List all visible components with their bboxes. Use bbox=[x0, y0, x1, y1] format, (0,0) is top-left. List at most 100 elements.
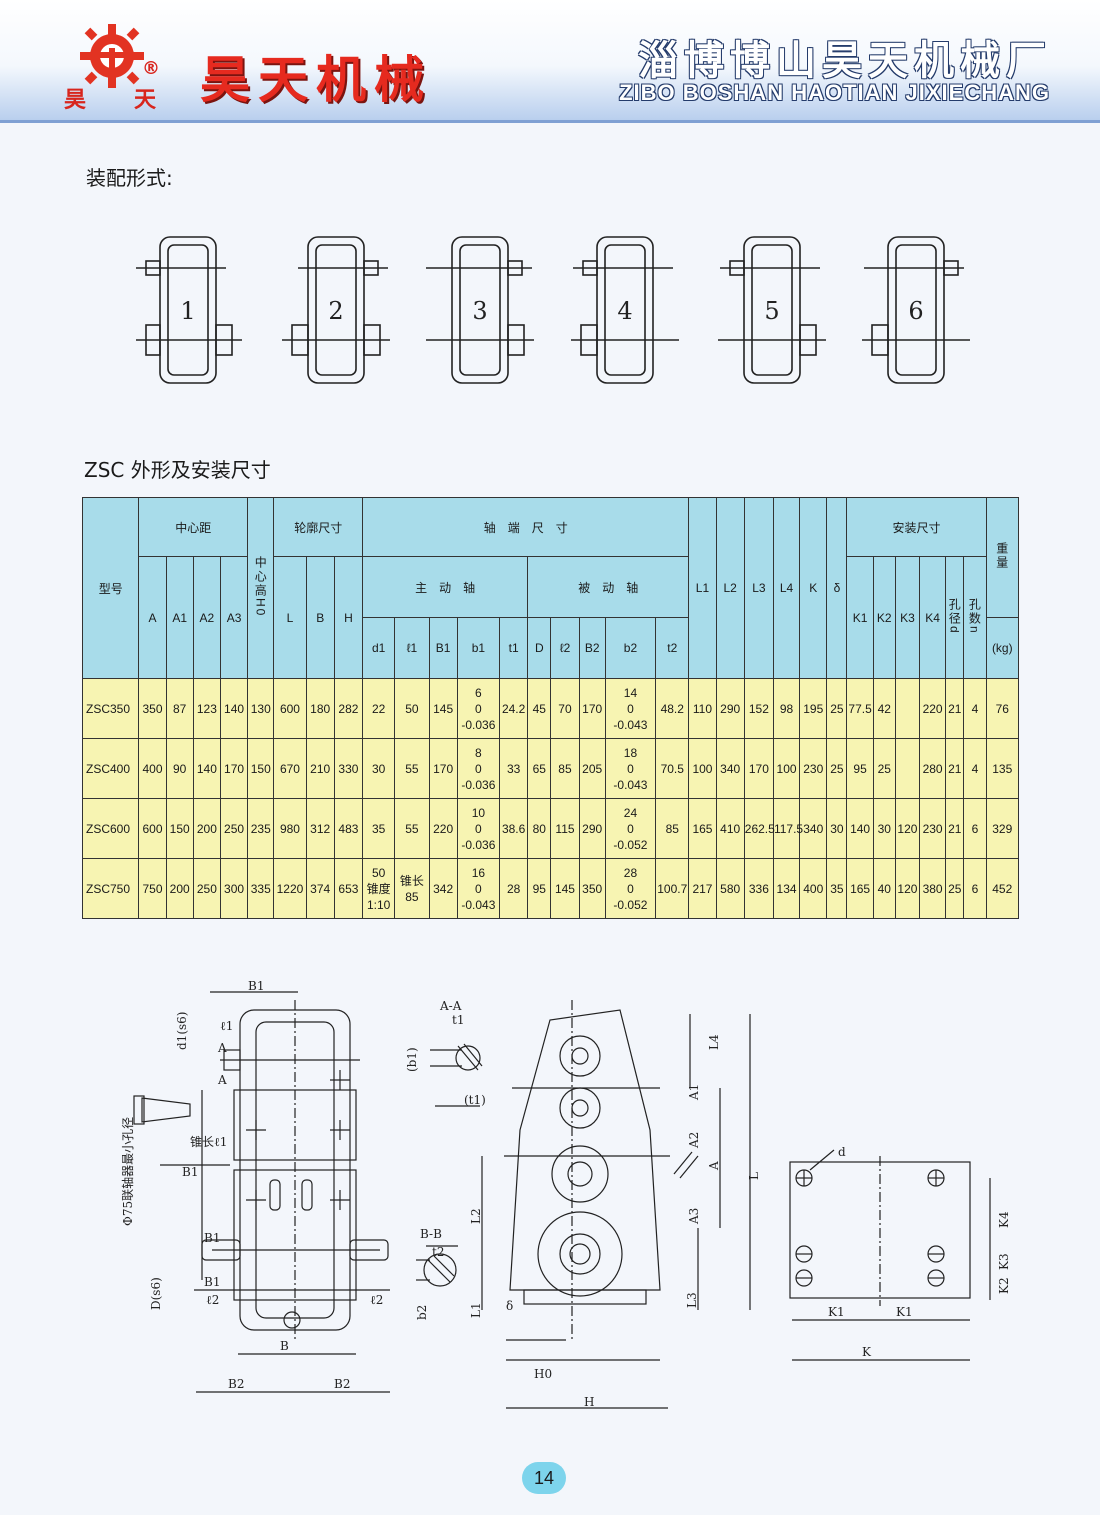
cell-n: 4 bbox=[963, 738, 987, 799]
dim-label-cone-length: 锥长ℓ1 bbox=[190, 1135, 227, 1149]
header-b1: b1 bbox=[456, 617, 501, 679]
header-A: A bbox=[138, 556, 167, 679]
cell-A2: 123 bbox=[192, 678, 221, 739]
cell-L4: 98 bbox=[772, 678, 801, 739]
header-B1: B1 bbox=[428, 617, 458, 679]
cell-L: 670 bbox=[273, 738, 307, 799]
dim-label-d: d bbox=[838, 1145, 846, 1159]
cell-d1: 22 bbox=[362, 678, 396, 739]
cell-l2: 85 bbox=[550, 738, 580, 799]
cell-K2: 40 bbox=[872, 858, 896, 919]
company-logo: 昊 天 ® bbox=[64, 18, 172, 113]
cell-A: 600 bbox=[138, 798, 167, 859]
dim-label-a2: A2 bbox=[687, 1132, 701, 1149]
header-center-height-text: 中心高H0 bbox=[253, 555, 268, 618]
cell-L4: 117.5 bbox=[772, 798, 803, 859]
header-driving-shaft: 主 动 轴 bbox=[362, 556, 529, 618]
assembly-label-6: 6 bbox=[908, 297, 923, 325]
technical-drawings: B1 d1(s6) ℓ1 A A Φ75联轴器最小孔径 锥长ℓ1 B1 B1 B… bbox=[120, 980, 1011, 1409]
dim-label-l4: L4 bbox=[707, 1034, 721, 1050]
cell-b1-line: 0 bbox=[475, 881, 482, 896]
dim-label-b: B bbox=[280, 1339, 289, 1353]
dim-label-l: L bbox=[747, 1172, 761, 1180]
assembly-label-2: 2 bbox=[328, 297, 343, 325]
dim-label-l1-top: ℓ1 bbox=[220, 1019, 233, 1033]
cell-H: 653 bbox=[333, 858, 364, 919]
dim-label-k: K bbox=[862, 1345, 872, 1359]
cell-A2: 250 bbox=[192, 858, 221, 919]
cell-H0: 335 bbox=[247, 858, 275, 919]
cell-n: 4 bbox=[963, 678, 987, 739]
cell-K4: 230 bbox=[918, 798, 947, 859]
cell-L1: 100 bbox=[688, 738, 717, 799]
cell-b2-line: 14 bbox=[623, 685, 638, 700]
cell-d1: 30 bbox=[362, 738, 396, 799]
section-aa-t1: t1 bbox=[452, 1013, 464, 1027]
cell-K: 230 bbox=[799, 738, 828, 799]
cell-model: ZSC600 bbox=[81, 798, 140, 859]
cell-K2: 42 bbox=[872, 678, 896, 739]
section-bb-t2: t2 bbox=[432, 1245, 444, 1259]
cell-b1-line: 8 bbox=[475, 745, 482, 760]
cell-B: 312 bbox=[305, 798, 335, 859]
dim-label-h: H bbox=[584, 1395, 594, 1409]
header-l2: ℓ2 bbox=[550, 617, 580, 679]
section-bb-drawing bbox=[416, 1245, 458, 1287]
dim-label-a: A bbox=[707, 1161, 721, 1171]
section-bb-label: B-B bbox=[420, 1227, 442, 1241]
base-plan-drawing bbox=[789, 1149, 991, 1361]
cell-l1-line: 锥长 bbox=[399, 873, 424, 888]
cell-t1: 33 bbox=[499, 738, 529, 799]
cell-d1-line: 50 bbox=[371, 865, 386, 880]
cell-model: ZSC350 bbox=[81, 678, 140, 739]
header-model: 型号 bbox=[81, 497, 140, 679]
header-weight: 重量 bbox=[985, 497, 1020, 618]
cell-B2: 290 bbox=[578, 798, 606, 859]
dim-label-k1-left: K1 bbox=[828, 1305, 845, 1319]
cell-n: 6 bbox=[963, 798, 987, 859]
assembly-title: 装配形式: bbox=[86, 166, 173, 190]
cell-K2: 25 bbox=[872, 738, 896, 799]
cell-d1-line: 锥度 bbox=[366, 881, 391, 896]
cell-B: 180 bbox=[305, 678, 335, 739]
cell-D: 80 bbox=[527, 798, 552, 859]
assembly-form-6 bbox=[862, 236, 970, 384]
header-hole-d: 孔径d bbox=[945, 556, 965, 679]
cell-l1: 55 bbox=[394, 738, 430, 799]
header-L: L bbox=[273, 556, 307, 679]
cell-L: 600 bbox=[273, 678, 307, 739]
cell-L3: 170 bbox=[743, 738, 774, 799]
cell-K: 195 bbox=[799, 678, 828, 739]
cell-b1-line: -0.036 bbox=[461, 777, 496, 792]
cell-H: 483 bbox=[333, 798, 364, 859]
header-shaft-end: 轴 端 尺 寸 bbox=[362, 497, 690, 557]
cell-d1-line: 1:10 bbox=[366, 897, 391, 912]
cell-L2: 340 bbox=[715, 738, 745, 799]
cell-b1-line: -0.036 bbox=[461, 717, 496, 732]
cell-delta: 25 bbox=[826, 678, 848, 739]
assembly-form-1 bbox=[136, 236, 242, 384]
header-A1: A1 bbox=[165, 556, 194, 679]
dim-label-b2-right: B2 bbox=[334, 1377, 350, 1391]
cell-b1-line: 10 bbox=[471, 805, 486, 820]
header-install: 安装尺寸 bbox=[846, 497, 987, 557]
cell-l1: 50 bbox=[394, 678, 430, 739]
dim-label-a-top: A bbox=[217, 1041, 227, 1055]
header-weight-text: 重量 bbox=[994, 542, 1009, 570]
cell-L1: 110 bbox=[688, 678, 717, 739]
cell-n: 6 bbox=[963, 858, 987, 919]
header-A2: A2 bbox=[192, 556, 221, 679]
dim-label-l1: L1 bbox=[469, 1302, 483, 1318]
dimension-table: 型号 中心距 中心高H0 轮廓尺寸 轴 端 尺 寸 L1 L2 L3 L4 K … bbox=[81, 497, 1020, 919]
cell-K3: 120 bbox=[894, 858, 921, 919]
dim-label-k2: K2 bbox=[997, 1277, 1011, 1294]
assembly-form-5 bbox=[718, 236, 826, 384]
cell-B1: 145 bbox=[428, 678, 458, 739]
cell-K: 340 bbox=[799, 798, 828, 859]
cell-L: 980 bbox=[273, 798, 307, 859]
dim-label-k3: K3 bbox=[997, 1253, 1011, 1270]
cell-t2: 85 bbox=[655, 798, 690, 859]
dim-label-ds6: D(s6) bbox=[149, 1277, 163, 1310]
